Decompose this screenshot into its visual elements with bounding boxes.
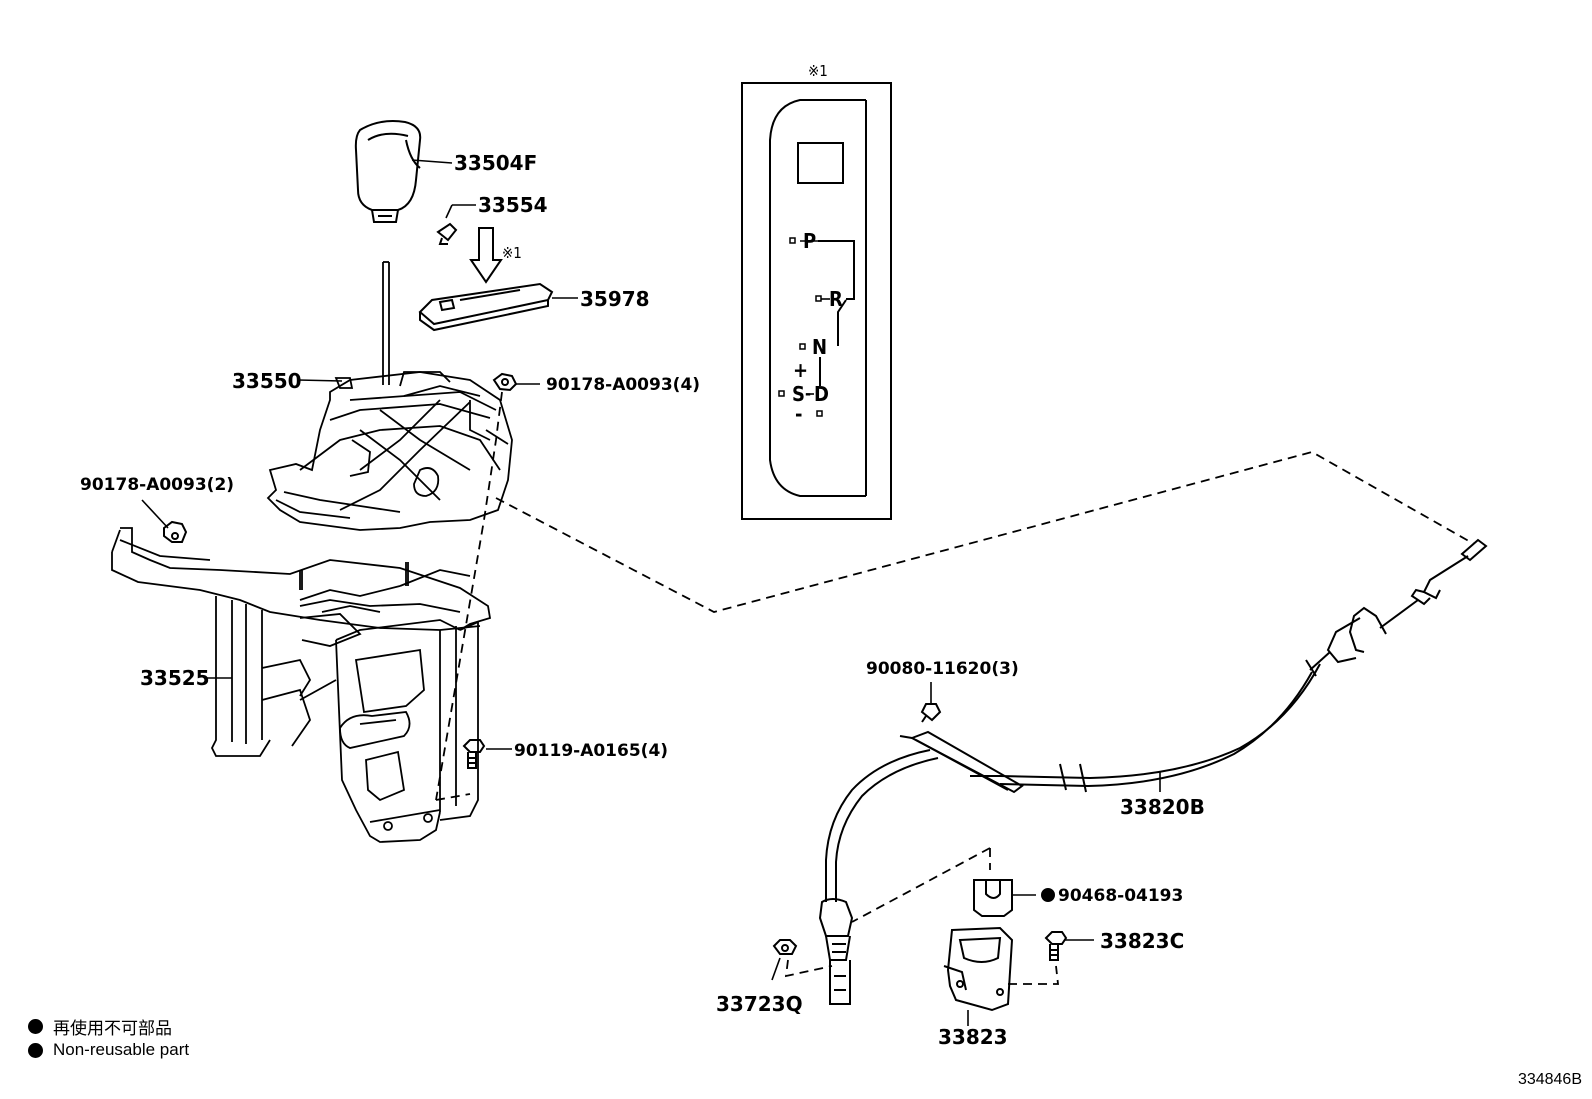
shift-panel-note: ※1	[808, 62, 828, 80]
part-label-33823C: 33823C	[1100, 929, 1184, 953]
part-label-90080-11620-3: 90080-11620(3)	[866, 659, 1019, 679]
shift-position-d: D	[814, 382, 829, 406]
shift-position-plus: +	[793, 358, 808, 382]
legend-text-japanese: 再使用不可部品	[53, 1019, 172, 1038]
part-label-90119-A0165-4: 90119-A0165(4)	[514, 741, 668, 761]
part-label-90178-A0093-2: 90178-A0093(2)	[80, 475, 234, 495]
non-reusable-dot	[28, 1019, 43, 1034]
shift-position-minus: -	[795, 402, 802, 426]
shift-panel-illustration	[741, 82, 892, 520]
part-label-33723Q: 33723Q	[716, 992, 803, 1016]
shift-position-n: N	[812, 335, 827, 359]
part-label-33525: 33525	[140, 666, 210, 690]
shift-position-p: P	[803, 229, 816, 253]
part-label-33554: 33554	[478, 193, 548, 217]
shift-position-r: R	[829, 287, 843, 311]
retainer-clip-illustration	[973, 879, 1013, 917]
down-arrow-icon	[469, 227, 503, 284]
shift-position-dash: -	[805, 384, 811, 403]
bolt-illustration	[1044, 931, 1068, 961]
nut-illustration	[772, 939, 798, 955]
part-label-33820B: 33820B	[1120, 795, 1205, 819]
part-label-33550: 33550	[232, 369, 302, 393]
legend-item-english: Non-reusable part	[28, 1040, 189, 1060]
shift-knob-illustration	[354, 120, 422, 223]
cable-bracket-illustration	[943, 926, 1014, 1012]
arrow-note: ※1	[502, 244, 522, 262]
shift-position-s: S	[792, 382, 805, 406]
indicator-plate-illustration	[418, 282, 554, 332]
non-reusable-dot	[28, 1042, 43, 1058]
leader-lines	[141, 159, 1161, 1026]
shift-cable-illustration	[818, 538, 1488, 1005]
legend-item-japanese: 再使用不可部品	[28, 1014, 172, 1039]
dashed-alignment-lines	[435, 391, 1475, 985]
part-label-33504F: 33504F	[454, 151, 537, 175]
legend-text-english: Non-reusable part	[53, 1040, 190, 1059]
part-label-90178-A0093-4: 90178-A0093(4)	[546, 375, 700, 395]
part-label-90468-04193: 90468-04193	[1058, 886, 1183, 906]
part-label-35978: 35978	[580, 287, 650, 311]
bracket-illustration	[111, 527, 492, 843]
bolt-illustration	[920, 703, 942, 723]
part-label-33823: 33823	[938, 1025, 1008, 1049]
non-reusable-dot	[1041, 888, 1055, 902]
bolt-illustration	[462, 739, 486, 769]
shift-panel-markers	[778, 237, 823, 417]
nut-illustration	[163, 520, 188, 543]
shift-lever-assembly-illustration	[266, 261, 513, 531]
clip-illustration	[436, 222, 458, 245]
nut-illustration	[492, 372, 518, 392]
drawing-code: 334846B	[1517, 1071, 1582, 1088]
